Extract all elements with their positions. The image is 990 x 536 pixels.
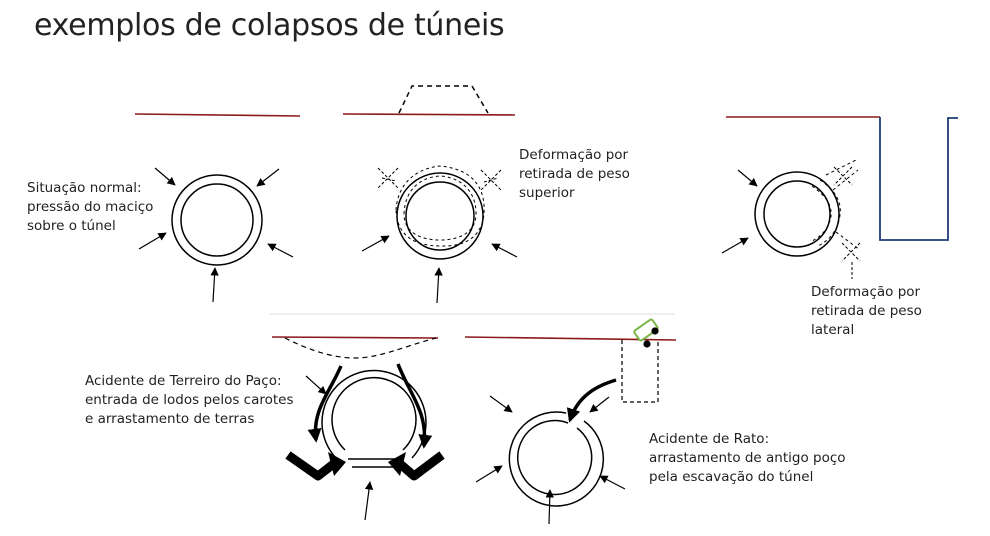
pressure-arrow xyxy=(491,243,518,258)
tunnel-inner-ring xyxy=(405,181,475,251)
tunnel-outer-ring xyxy=(171,174,263,266)
pressure-arrow xyxy=(361,235,390,252)
label-lateral-deformation: Deformação por retirada de peso lateral xyxy=(811,283,922,340)
pressure-arrow xyxy=(267,243,294,258)
label-line: e arrastamento de terras xyxy=(85,411,255,427)
pressure-arrow xyxy=(256,168,280,187)
label-superior-deformation: Deformação por retirada de peso superior xyxy=(519,146,630,203)
tunnel-inner-ring xyxy=(763,180,831,248)
pressure-arrow xyxy=(599,475,626,490)
label-line: Acidente de Rato: xyxy=(649,431,770,447)
pressure-arrow xyxy=(721,237,749,254)
soil-drag-arrowhead-left xyxy=(328,452,346,476)
panel-rato-accident xyxy=(464,318,677,525)
mud-inflow-arrow-right xyxy=(396,363,433,449)
tunnel-inner-ring xyxy=(180,183,254,257)
excavation-pit-outline xyxy=(879,117,958,241)
label-terreiro-accident: Acidente de Terreiro do Paço: entrada de… xyxy=(85,372,294,429)
label-rato-accident: Acidente de Rato: arrastamento de antigo… xyxy=(649,430,846,487)
page-title: exemplos de colapsos de túneis xyxy=(34,8,505,43)
removed-force-marker xyxy=(841,242,861,262)
pressure-arrow xyxy=(154,167,176,186)
tunnel-outer-ring xyxy=(754,171,840,257)
label-normal-situation: Situação normal: pressão do maciço sobre… xyxy=(27,179,153,236)
label-line: retirada de peso xyxy=(519,166,630,182)
label-line: Situação normal: xyxy=(27,180,142,196)
label-line: entrada de lodos pelos carotes xyxy=(85,392,294,408)
soil-drag-arrow-left xyxy=(285,451,339,481)
label-line: Deformação por xyxy=(519,147,629,163)
removed-weight-outline xyxy=(398,85,489,114)
label-line: lateral xyxy=(811,322,855,338)
subsidence-dashed-curve xyxy=(284,337,437,359)
soil-drag-arrowhead-right xyxy=(388,452,406,476)
deformed-ring-outer xyxy=(395,165,485,247)
label-line: retirada de peso xyxy=(811,303,922,319)
label-line: arrastamento de antigo poço xyxy=(649,450,846,466)
pressure-arrow xyxy=(589,396,610,413)
ground-line xyxy=(271,336,439,339)
panel-terreiro-accident xyxy=(271,336,445,521)
pressure-arrow xyxy=(737,169,758,187)
tunnel-outer-arc xyxy=(508,411,605,507)
pressure-arrow xyxy=(138,232,167,250)
old-well-outline xyxy=(621,340,659,403)
panel-superior-deformation xyxy=(342,85,518,304)
label-line: Acidente de Terreiro do Paço: xyxy=(85,373,282,389)
lateral-deformation-dashes xyxy=(811,159,861,251)
soil-drag-arrow-right xyxy=(395,451,445,481)
tunnel-inner-arc xyxy=(331,376,417,451)
ground-line xyxy=(342,113,516,116)
panel-lateral-deformation xyxy=(721,116,958,279)
removed-force-marker xyxy=(480,169,502,191)
pressure-arrow xyxy=(475,465,503,483)
mud-inflow-arrow-left xyxy=(307,365,343,443)
removed-force-marker xyxy=(833,166,853,186)
label-line: sobre o túnel xyxy=(27,218,116,234)
tunnel-outer-arc xyxy=(321,369,427,459)
pressure-arrow xyxy=(364,481,374,521)
label-line: Deformação por xyxy=(811,284,921,300)
pressure-arrow xyxy=(305,375,327,395)
ground-line xyxy=(134,113,301,117)
pressure-arrow xyxy=(545,489,554,525)
tunnel-outer-ring xyxy=(396,172,484,260)
removed-force-marker xyxy=(377,167,399,189)
label-line: pressão do maciço xyxy=(27,199,154,215)
pressure-arrow xyxy=(434,267,443,304)
pressure-arrow xyxy=(489,395,513,413)
panel-normal xyxy=(134,113,301,303)
pressure-arrow xyxy=(210,267,219,303)
tunnel-inner-arc xyxy=(516,419,593,496)
vehicle-icon xyxy=(633,318,659,348)
deformed-ring-inner xyxy=(403,175,477,241)
label-line: superior xyxy=(519,185,575,201)
label-line: pela escavação do túnel xyxy=(649,469,814,485)
soil-drag-curved-arrow xyxy=(566,378,617,423)
